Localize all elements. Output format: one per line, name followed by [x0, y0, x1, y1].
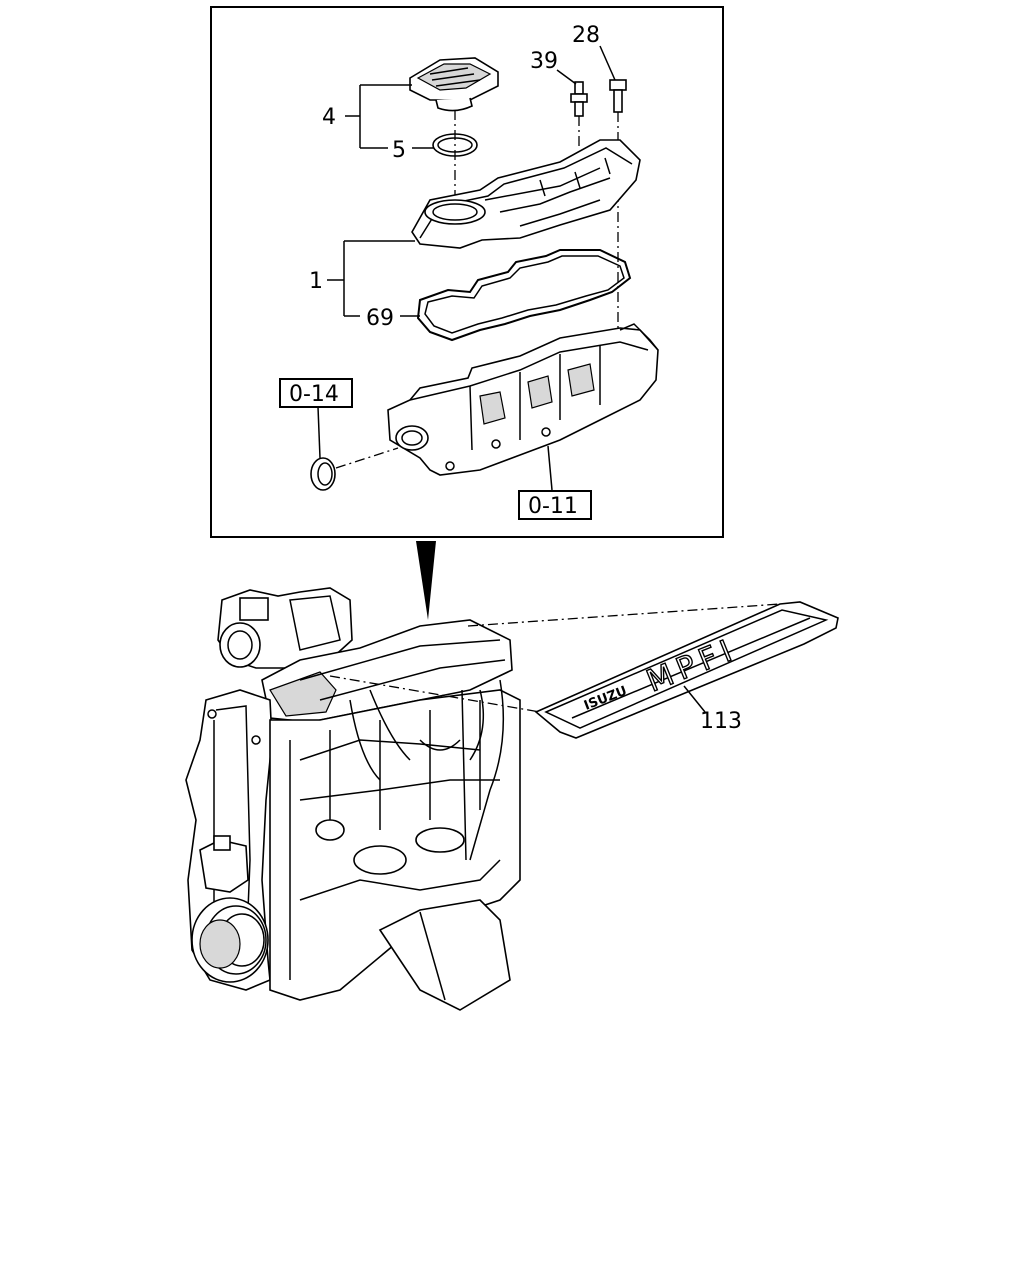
callout-4: 4 — [322, 105, 336, 130]
stud-bolt — [570, 81, 588, 117]
ref-box-0-11: 0-11 — [518, 490, 592, 520]
cylinder-head-cover — [411, 139, 641, 249]
callout-113: 113 — [700, 709, 742, 734]
callout-leader-113 — [683, 685, 706, 713]
callout-5: 5 — [392, 138, 406, 163]
callout-28: 28 — [572, 23, 600, 48]
engine-assembly — [185, 587, 521, 1011]
ref-box-0-14: 0-14 — [279, 378, 353, 408]
callout-69: 69 — [366, 306, 394, 331]
ref-label-0-11: 0-11 — [528, 494, 578, 519]
callout-39: 39 — [530, 49, 558, 74]
detail-pointer — [416, 541, 436, 620]
engine-cover-trim — [534, 601, 839, 739]
callout-1: 1 — [309, 269, 323, 294]
cylinder-head — [387, 323, 659, 476]
ref-label-0-14: 0-14 — [289, 382, 339, 407]
seal-ring — [310, 457, 336, 491]
cover-gasket — [416, 249, 632, 342]
oil-filler-cap — [409, 57, 499, 112]
callout-leaders — [317, 45, 616, 491]
